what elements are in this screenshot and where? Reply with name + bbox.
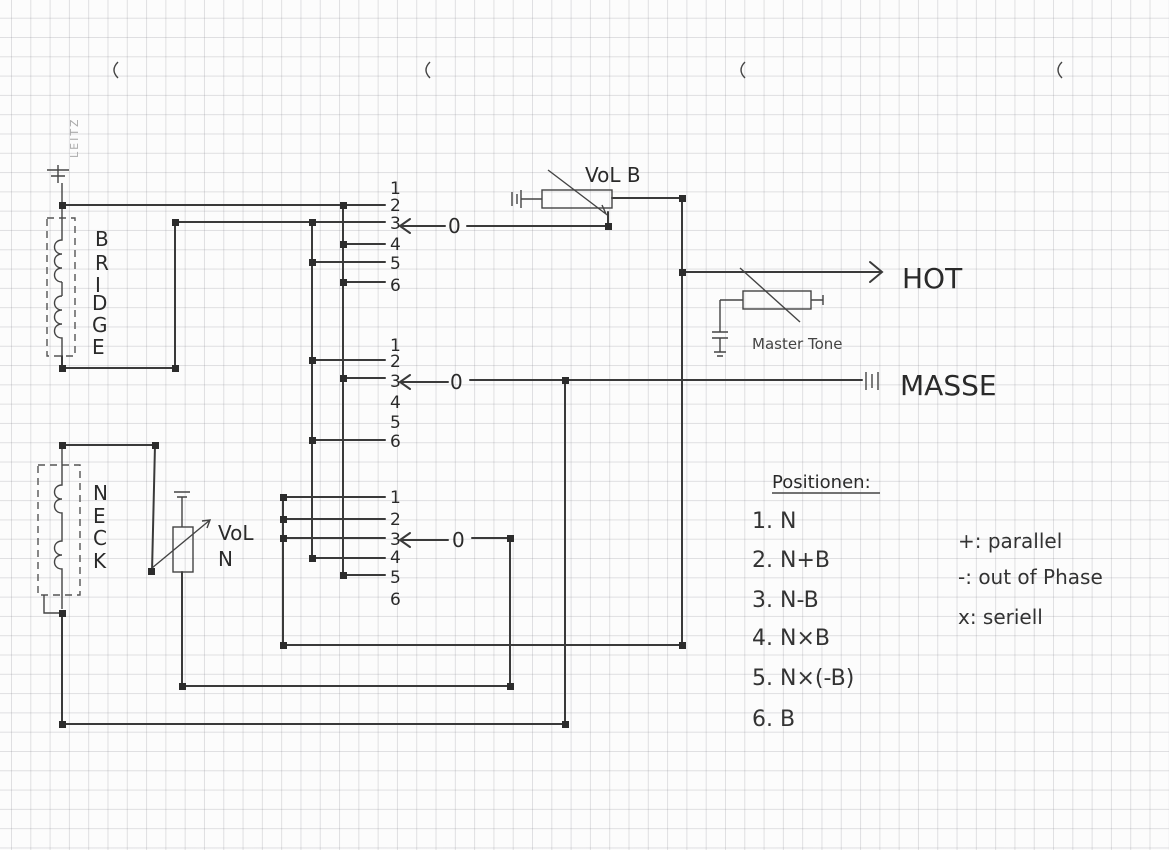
capacitor-icon (712, 331, 728, 357)
position-item: 4. N×B (752, 626, 830, 651)
pin-label: 5 (390, 568, 401, 588)
switch-deck-1: 1 2 3 4 5 6 (390, 179, 401, 296)
bridge-label: B R I D G E (92, 227, 109, 359)
positions-title: Positionen: (772, 472, 871, 493)
pin-label: 6 (390, 276, 401, 296)
position-item: 6. B (752, 707, 795, 732)
bridge-letter: G (92, 313, 108, 337)
pin-label: 4 (390, 393, 401, 413)
neck-label: N E C K (93, 481, 108, 573)
bridge-letter: I (95, 273, 101, 297)
resistor-icon (742, 290, 812, 310)
legend-item: -: out of Phase (958, 565, 1103, 589)
pin-label: 1 (390, 488, 401, 508)
wiper-label: 0 (452, 528, 465, 552)
pin-label: 3 (390, 530, 401, 550)
wiper-label: 0 (448, 214, 461, 238)
pin-label: 6 (390, 432, 401, 452)
legend-item: +: parallel (958, 529, 1062, 553)
pin-label: 6 (390, 590, 401, 610)
switch-deck-3: 1 2 3 4 5 6 (390, 488, 401, 610)
vol-b-potentiometer (511, 169, 613, 217)
pin-label: 4 (390, 548, 401, 568)
pin-label: 1 (390, 336, 401, 356)
neck-coil-icon (53, 445, 63, 609)
vol-n-label: N (218, 547, 233, 571)
bridge-letter: D (92, 291, 107, 315)
hot-label: HOT (902, 262, 963, 295)
pin-label: 2 (390, 196, 401, 216)
vol-n-label: VoL (218, 521, 254, 545)
pin-label: 1 (390, 179, 401, 199)
neck-letter: N (93, 481, 108, 505)
junction-nodes (59, 195, 686, 728)
resistor-icon (541, 189, 613, 209)
neck-letter: K (93, 549, 107, 573)
wiper-label: 0 (450, 370, 463, 394)
master-tone-label: Master Tone (752, 335, 843, 353)
legend: +: parallel -: out of Phase x: seriell (958, 529, 1103, 629)
position-item: 5. N×(-B) (752, 666, 854, 691)
hot-arrow-icon (869, 261, 884, 283)
brand-mark: LEITZ (68, 117, 81, 158)
neck-pickup (37, 445, 81, 614)
binder-hole-marks (113, 61, 1063, 79)
switch-deck-2: 1 2 3 4 5 6 (390, 336, 401, 452)
ground-icon (511, 190, 522, 208)
positions-list: Positionen: 1. N 2. N+B 3. N-B 4. N×B 5.… (752, 472, 880, 732)
bridge-letter: R (95, 251, 109, 275)
position-item: 2. N+B (752, 548, 830, 573)
pin-label: 3 (390, 214, 401, 234)
ground-icon (865, 372, 879, 390)
neck-letter: E (93, 504, 106, 528)
vol-n-potentiometer (151, 491, 212, 573)
master-tone (712, 267, 824, 357)
legend-item: x: seriell (958, 605, 1043, 629)
pin-label: 5 (390, 254, 401, 274)
bridge-pickup (46, 165, 76, 368)
ground-icon (174, 491, 190, 527)
bridge-coil-icon (53, 205, 63, 368)
neck-pickup-housing (37, 464, 81, 596)
pin-label: 2 (390, 352, 401, 372)
vol-b-label: VoL B (585, 163, 641, 187)
bridge-pickup-housing (46, 217, 76, 357)
bridge-letter: B (95, 227, 109, 251)
pin-label: 4 (390, 235, 401, 255)
resistor-icon (172, 526, 194, 573)
pin-label: 5 (390, 413, 401, 433)
position-item: 3. N-B (752, 588, 819, 613)
position-item: 1. N (752, 509, 796, 534)
bridge-letter: E (92, 335, 105, 359)
pin-label: 3 (390, 372, 401, 392)
masse-label: MASSE (900, 369, 997, 402)
pin-arrows (398, 218, 884, 548)
neck-letter: C (93, 526, 107, 550)
pin-label: 2 (390, 510, 401, 530)
